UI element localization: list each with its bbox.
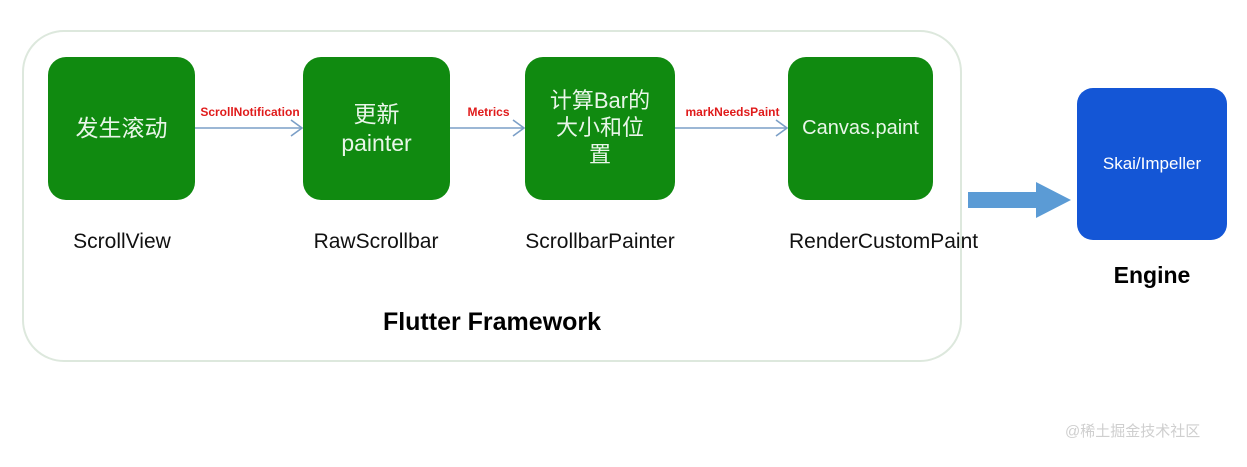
edge-label-scrollnotification: ScrollNotification bbox=[200, 105, 300, 119]
flutter-framework-container bbox=[22, 30, 962, 362]
node-box-scrollview[interactable]: 发生滚动 bbox=[48, 57, 195, 200]
watermark: @稀土掘金技术社区 bbox=[1065, 423, 1201, 440]
node-box-canvaspaint[interactable]: Canvas.paint bbox=[788, 57, 933, 200]
node-box-rawscrollbar-text: 更新 painter bbox=[341, 101, 412, 156]
node-box-scrollview-text: 发生滚动 bbox=[75, 115, 168, 142]
engine-arrow-icon bbox=[968, 180, 1072, 220]
node-caption-engine: Engine bbox=[1113, 262, 1191, 288]
node-box-scrollbarpainter[interactable]: 计算Bar的 大小和位 置 bbox=[525, 57, 675, 200]
node-caption-scrollbarpainter: ScrollbarPainter bbox=[525, 230, 675, 253]
node-caption-rendercustompaint: RenderCustomPaint bbox=[789, 230, 979, 253]
connector-arrow-3 bbox=[675, 113, 790, 143]
edge-label-markneedspaint: markNeedsPaint bbox=[685, 105, 780, 119]
node-box-rawscrollbar[interactable]: 更新 painter bbox=[303, 57, 450, 200]
node-box-canvaspaint-text: Canvas.paint bbox=[802, 117, 919, 140]
node-caption-rawscrollbar: RawScrollbar bbox=[313, 230, 439, 253]
node-box-engine[interactable]: Skai/Impeller bbox=[1077, 88, 1227, 240]
connector-arrow-2 bbox=[450, 113, 527, 143]
node-caption-scrollview: ScrollView bbox=[73, 230, 171, 253]
node-box-scrollbarpainter-text: 计算Bar的 大小和位 置 bbox=[549, 88, 651, 167]
node-box-engine-text: Skai/Impeller bbox=[1102, 154, 1202, 173]
edge-label-metrics: Metrics bbox=[467, 105, 510, 119]
flutter-framework-title: Flutter Framework bbox=[382, 308, 602, 336]
connector-arrow-1 bbox=[195, 113, 305, 143]
